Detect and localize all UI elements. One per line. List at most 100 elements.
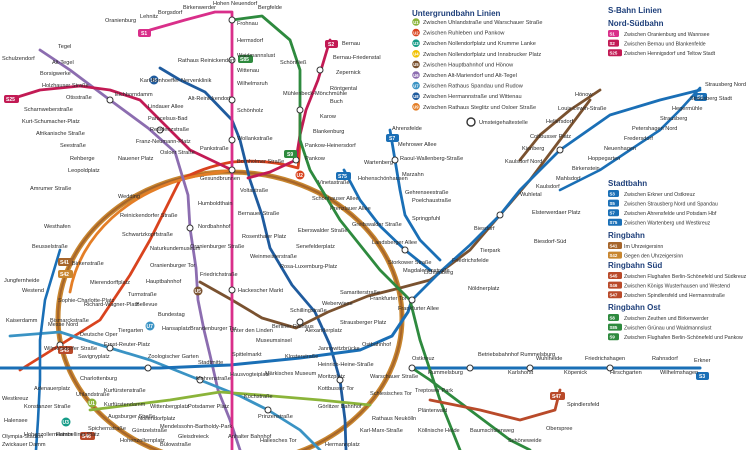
station-label[interactable]: Reinickendorfer Straße (120, 213, 178, 219)
station-label[interactable]: Wollankstraße (237, 136, 273, 142)
station-dot[interactable] (228, 16, 236, 24)
station-label[interactable]: Kaulsdorf (536, 184, 560, 190)
station-label[interactable]: Strausberg Stadt (690, 96, 732, 102)
station-label[interactable]: Hohenzollernplatz (120, 438, 165, 444)
station-label[interactable]: Mühlenbeck-Mönchmühle (283, 91, 347, 97)
station-label[interactable]: Petershagen Nord (632, 126, 677, 132)
station-label[interactable]: Gleisdreieck (178, 434, 209, 440)
station-label[interactable]: Hellersdorf (546, 119, 573, 125)
station-label[interactable]: Uhlandstraße (76, 392, 110, 398)
station-label[interactable]: Kurt-Schumacher-Platz (22, 119, 80, 125)
station-label[interactable]: Köpenick (564, 370, 587, 376)
station-label[interactable]: Fehrbelliner Platz (56, 432, 100, 438)
station-label[interactable]: Nauener Platz (118, 156, 154, 162)
station-label[interactable]: Frankfurter Tor (370, 296, 407, 302)
station-label[interactable]: Weinmeisterstraße (250, 254, 297, 260)
station-label[interactable]: Mendelssohn-Bartholdy-Park (160, 424, 232, 430)
station-label[interactable]: Springpfuhl (412, 216, 440, 222)
station-label[interactable]: Prinzenstraße (258, 414, 293, 420)
station-dot[interactable] (156, 126, 164, 134)
station-label[interactable]: Karow (320, 114, 337, 120)
station-label[interactable]: Tierpark (480, 248, 501, 254)
station-label[interactable]: Bülowstraße (160, 442, 191, 448)
station-label[interactable]: Anhalter Bahnhof (228, 434, 272, 440)
station-label[interactable]: Kochstraße (244, 394, 273, 400)
station-label[interactable]: Karl-Marx-Straße (360, 428, 403, 434)
station-label[interactable]: Tiergarten (118, 328, 143, 334)
station-label[interactable]: Humboldthain (198, 201, 233, 207)
station-label[interactable]: Stadtmitte (198, 360, 223, 366)
station-label[interactable]: Nollendorfplatz (138, 416, 176, 422)
station-label[interactable]: Elsterwerdaer Platz (532, 210, 581, 216)
station-label[interactable]: Rathaus Neukölln (372, 416, 416, 422)
station-label[interactable]: Scharnweberstraße (24, 107, 73, 113)
station-label[interactable]: Marzahn (402, 172, 424, 178)
station-label[interactable]: Friedrichshagen (585, 356, 625, 362)
station-dot[interactable] (408, 364, 416, 372)
station-label[interactable]: Jannowitzbrücke (318, 346, 360, 352)
station-label[interactable]: Hermsdorf (237, 38, 264, 44)
station-label[interactable]: Borgsdorf (158, 10, 183, 16)
station-label[interactable]: Nöldnerplatz (468, 286, 500, 292)
station-label[interactable]: Wuhlheide (536, 356, 562, 362)
station-label[interactable]: Treptower Park (415, 388, 453, 394)
station-label[interactable]: Biesdorf-Süd (534, 239, 566, 245)
station-label[interactable]: Wittenau (237, 68, 259, 74)
station-label[interactable]: Friedrichstraße (200, 272, 238, 278)
station-label[interactable]: Jungfernheide (4, 278, 39, 284)
station-label[interactable]: Lindauer Allee (148, 104, 183, 110)
station-label[interactable]: Baumschulenweg (470, 428, 514, 434)
station-label[interactable]: Zwickauer Damm (2, 442, 46, 448)
station-label[interactable]: Vinetastraße (318, 180, 350, 186)
station-label[interactable]: Brandenburger Tor (190, 326, 237, 332)
station-label[interactable]: Zoologischer Garten (148, 354, 199, 360)
station-label[interactable]: Ahrensfelde (392, 126, 422, 132)
station-label[interactable]: Frohnau (237, 21, 258, 27)
station-label[interactable]: Schillingstraße (290, 308, 327, 314)
station-label[interactable]: Magdalenenstraße (403, 268, 450, 274)
station-label[interactable]: Greifswalder Straße (352, 222, 402, 228)
station-label[interactable]: Oranienburger Tor (150, 263, 195, 269)
station-label[interactable]: Nordbahnhof (198, 224, 231, 230)
station-label[interactable]: Oranienburger Straße (190, 244, 244, 250)
station-label[interactable]: Fredersdorf (624, 136, 653, 142)
station-label[interactable]: Ostbahnhof (362, 342, 391, 348)
station-label[interactable]: Güntzelstraße (132, 428, 167, 434)
station-label[interactable]: Blankenburg (313, 129, 344, 135)
station-label[interactable]: Bergfelde (258, 5, 282, 11)
station-dot[interactable] (144, 364, 152, 372)
station-label[interactable]: Schönfließ (280, 60, 307, 66)
station-label[interactable]: Alt-Tegel (52, 60, 74, 66)
station-label[interactable]: Konstanzer Straße (24, 404, 71, 410)
station-label[interactable]: Pankow (305, 156, 326, 162)
station-label[interactable]: Olympia-Stadion (2, 434, 43, 440)
station-label[interactable]: Gesundbrunnen (200, 176, 240, 182)
station-label[interactable]: Kienberg (522, 146, 544, 152)
station-label[interactable]: Waidmannslust (237, 53, 275, 59)
station-label[interactable]: Bernauer Straße (238, 211, 279, 217)
station-dot[interactable] (496, 211, 504, 219)
station-label[interactable]: Leopoldplatz (68, 168, 100, 174)
station-label[interactable]: Hönow (575, 92, 593, 98)
station-label[interactable]: Wilhelmshagen (660, 370, 698, 376)
station-label[interactable]: Hirschgarten (610, 370, 642, 376)
station-label[interactable]: Unter den Linden (230, 328, 273, 334)
station-label[interactable]: Strausberg Nord (705, 82, 746, 88)
station-dot[interactable] (401, 246, 409, 254)
station-label[interactable]: Hackescher Markt (238, 288, 284, 294)
station-label[interactable]: Märkisches Museum (265, 371, 317, 377)
station-label[interactable]: Kaiserdamm (6, 318, 38, 324)
station-label[interactable]: Rehberge (70, 156, 95, 162)
station-dot[interactable] (526, 364, 534, 372)
station-label[interactable]: Weberwiese (322, 301, 353, 307)
station-label[interactable]: Gehrenseestraße (405, 190, 449, 196)
station-label[interactable]: Bernau-Friedenstal (333, 55, 381, 61)
station-label[interactable]: Berliner Rathaus (272, 324, 314, 330)
station-dot[interactable] (296, 106, 304, 114)
station-label[interactable]: Bellevue (136, 302, 157, 308)
station-dot[interactable] (336, 376, 344, 384)
station-label[interactable]: Westend (22, 288, 44, 294)
station-label[interactable]: Bundestag (158, 312, 185, 318)
station-label[interactable]: Osloer Straße (160, 150, 195, 156)
station-dot[interactable] (196, 376, 204, 384)
